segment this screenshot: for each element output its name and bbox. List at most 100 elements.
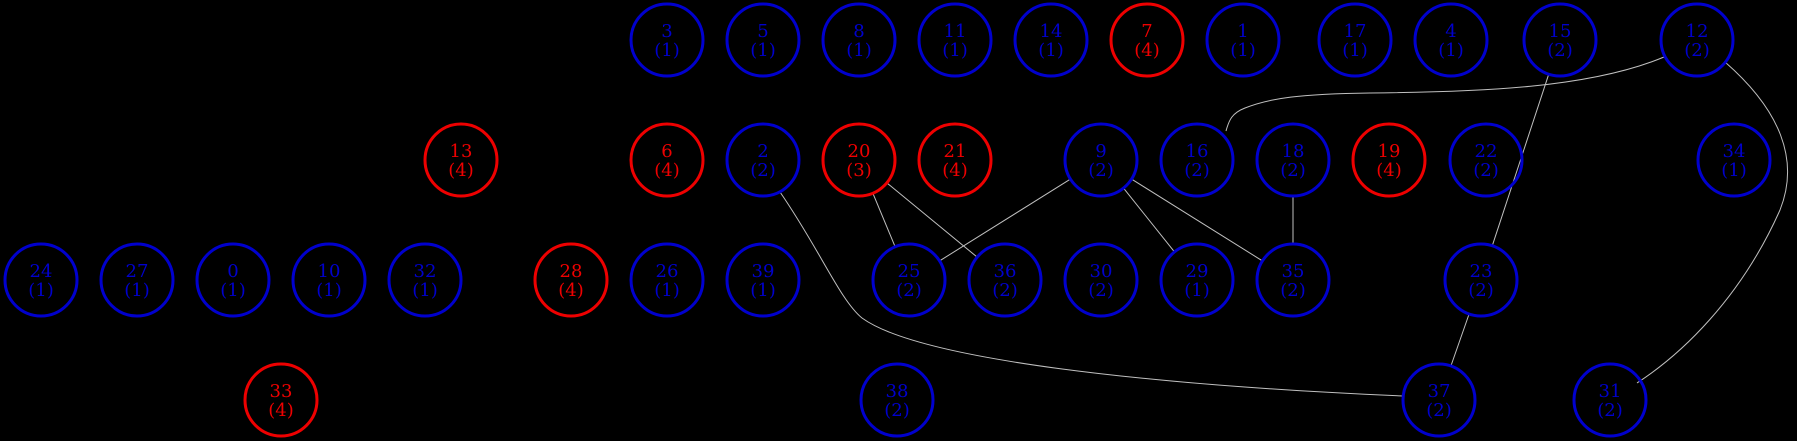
node-circle xyxy=(291,242,367,318)
node-id-label: 21 xyxy=(944,141,967,162)
node-circle xyxy=(1317,2,1393,78)
node-count-label: (1) xyxy=(750,40,776,61)
node-count-label: (1) xyxy=(654,40,680,61)
node-30: 30(2) xyxy=(1063,242,1139,318)
node-38: 38(2) xyxy=(859,362,935,438)
node-circle xyxy=(1205,2,1281,78)
node-circle xyxy=(1572,362,1648,438)
node-29: 29(1) xyxy=(1159,242,1235,318)
node-33: 33(4) xyxy=(243,362,319,438)
node-26: 26(1) xyxy=(629,242,705,318)
node-id-label: 33 xyxy=(270,381,293,402)
node-37: 37(2) xyxy=(1401,362,1477,438)
node-id-label: 23 xyxy=(1470,261,1493,282)
node-circle xyxy=(99,242,175,318)
node-16: 16(2) xyxy=(1159,122,1235,198)
node-count-label: (2) xyxy=(992,280,1018,301)
node-id-label: 18 xyxy=(1282,141,1305,162)
node-circle xyxy=(1659,2,1735,78)
node-circle xyxy=(725,122,801,198)
node-count-label: (4) xyxy=(448,160,474,181)
node-31: 31(2) xyxy=(1572,362,1648,438)
node-count-label: (1) xyxy=(846,40,872,61)
node-circle xyxy=(1351,122,1427,198)
node-18: 18(2) xyxy=(1255,122,1331,198)
node-count-label: (1) xyxy=(1230,40,1256,61)
node-0: 0(1) xyxy=(195,242,271,318)
node-id-label: 30 xyxy=(1090,261,1113,282)
node-id-label: 17 xyxy=(1344,21,1367,42)
node-circle xyxy=(1159,122,1235,198)
node-count-label: (2) xyxy=(750,160,776,181)
node-count-label: (1) xyxy=(28,280,54,301)
node-count-label: (2) xyxy=(1684,40,1710,61)
node-circle xyxy=(1063,122,1139,198)
node-id-label: 9 xyxy=(1095,141,1106,162)
node-4: 4(1) xyxy=(1413,2,1489,78)
edge-20-36 xyxy=(886,182,978,258)
node-count-label: (1) xyxy=(316,280,342,301)
node-circle xyxy=(629,2,705,78)
node-13: 13(4) xyxy=(423,122,499,198)
node-id-label: 39 xyxy=(752,261,775,282)
node-count-label: (1) xyxy=(1342,40,1368,61)
node-id-label: 26 xyxy=(656,261,679,282)
node-9: 9(2) xyxy=(1063,122,1139,198)
node-6: 6(4) xyxy=(629,122,705,198)
node-circle xyxy=(243,362,319,438)
node-12: 12(2) xyxy=(1659,2,1735,78)
node-circle xyxy=(917,122,993,198)
node-circle xyxy=(195,242,271,318)
node-id-label: 36 xyxy=(994,261,1017,282)
node-circle xyxy=(1443,242,1519,318)
node-14: 14(1) xyxy=(1013,2,1089,78)
node-count-label: (2) xyxy=(1597,400,1623,421)
node-id-label: 6 xyxy=(661,141,672,162)
node-count-label: (1) xyxy=(750,280,776,301)
node-id-label: 12 xyxy=(1686,21,1709,42)
node-34: 34(1) xyxy=(1696,122,1772,198)
node-id-label: 29 xyxy=(1186,261,1209,282)
node-count-label: (2) xyxy=(1547,40,1573,61)
node-23: 23(2) xyxy=(1443,242,1519,318)
node-id-label: 4 xyxy=(1445,21,1456,42)
node-count-label: (4) xyxy=(268,400,294,421)
node-id-label: 5 xyxy=(757,21,768,42)
node-circle xyxy=(725,2,801,78)
node-count-label: (2) xyxy=(1088,280,1114,301)
node-15: 15(2) xyxy=(1522,2,1598,78)
node-count-label: (2) xyxy=(1088,160,1114,181)
node-22: 22(2) xyxy=(1448,122,1524,198)
node-7: 7(4) xyxy=(1109,2,1185,78)
node-id-label: 24 xyxy=(30,261,53,282)
node-35: 35(2) xyxy=(1255,242,1331,318)
node-circle xyxy=(1413,2,1489,78)
node-id-label: 25 xyxy=(898,261,921,282)
node-count-label: (2) xyxy=(1473,160,1499,181)
node-id-label: 1 xyxy=(1237,21,1248,42)
node-id-label: 22 xyxy=(1475,141,1498,162)
node-count-label: (2) xyxy=(1280,160,1306,181)
node-circle xyxy=(917,2,993,78)
node-id-label: 38 xyxy=(886,381,909,402)
node-count-label: (2) xyxy=(1468,280,1494,301)
node-circle xyxy=(1109,2,1185,78)
node-circle xyxy=(1013,2,1089,78)
node-count-label: (1) xyxy=(412,280,438,301)
node-count-label: (1) xyxy=(1184,280,1210,301)
node-20: 20(3) xyxy=(821,122,897,198)
node-id-label: 20 xyxy=(848,141,871,162)
node-count-label: (1) xyxy=(220,280,246,301)
node-circle xyxy=(1448,122,1524,198)
node-circle xyxy=(821,122,897,198)
node-17: 17(1) xyxy=(1317,2,1393,78)
node-layer: 3(1)5(1)8(1)11(1)14(1)7(4)1(1)17(1)4(1)1… xyxy=(3,2,1772,438)
node-circle xyxy=(871,242,947,318)
node-19: 19(4) xyxy=(1351,122,1427,198)
edge-23-37 xyxy=(1450,313,1470,367)
node-3: 3(1) xyxy=(629,2,705,78)
node-count-label: (2) xyxy=(1426,400,1452,421)
node-id-label: 34 xyxy=(1723,141,1746,162)
node-10: 10(1) xyxy=(291,242,367,318)
node-25: 25(2) xyxy=(871,242,947,318)
